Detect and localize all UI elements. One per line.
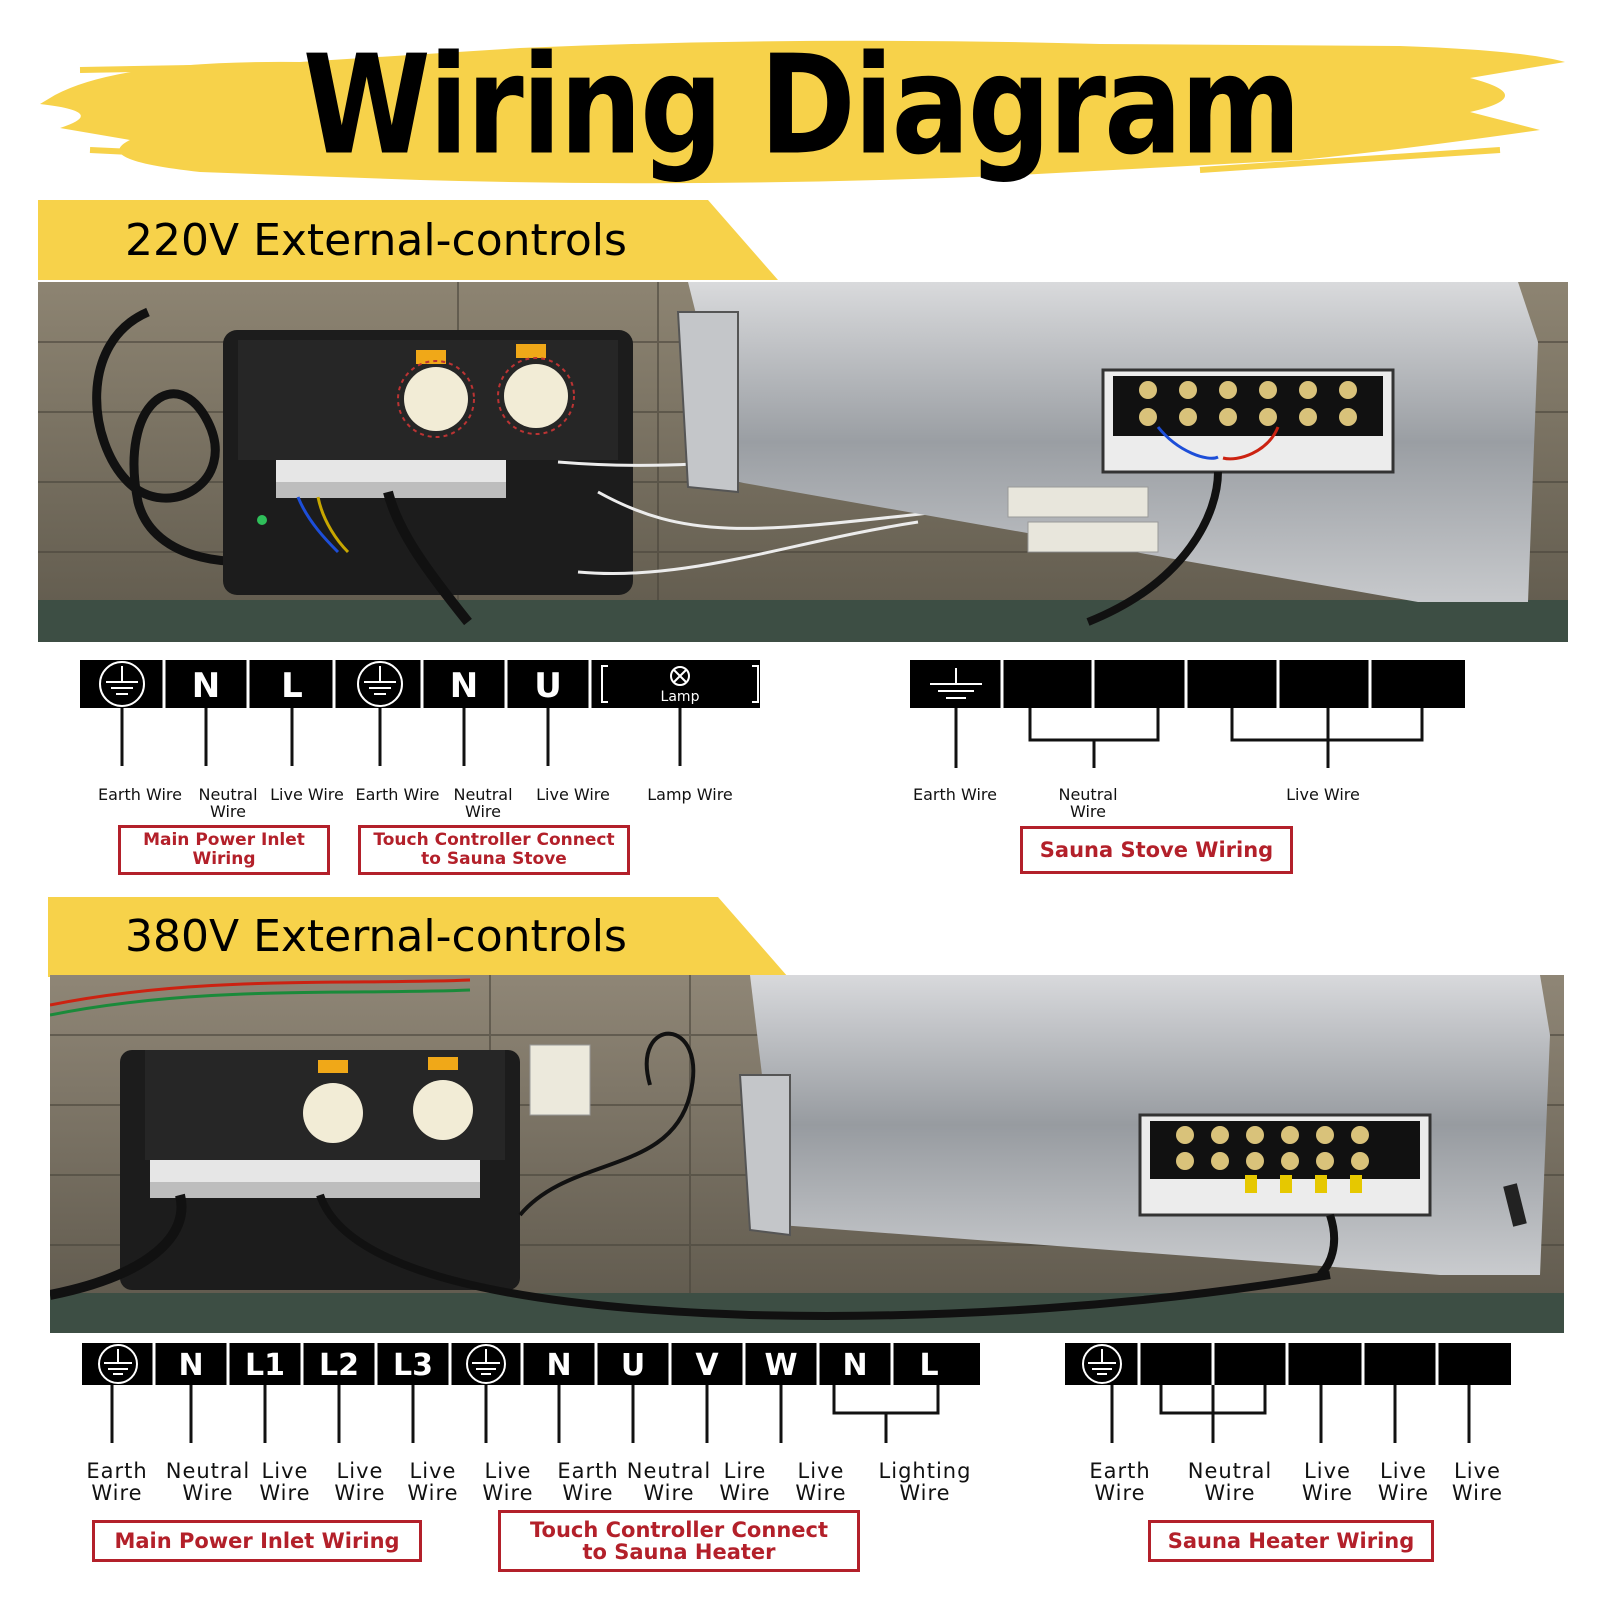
label-earth-wire: Earth Wire xyxy=(1089,1459,1151,1506)
photo-380v-controller-and-heater xyxy=(50,975,1564,1333)
svg-text:N: N xyxy=(842,1348,867,1383)
svg-text:L2: L2 xyxy=(319,1348,359,1383)
label-live-wire: Live Wire xyxy=(270,785,344,804)
svg-text:N: N xyxy=(178,1348,203,1383)
terminal-N-2: N xyxy=(450,666,478,706)
label-earth-wire: Earth Wire xyxy=(86,1459,148,1506)
label-live-wire: Live Wire xyxy=(334,1459,386,1506)
terminal-strip-220-symbols: N L N U Lamp xyxy=(99,660,759,708)
section-heading-380: 380V External-controls xyxy=(125,911,627,962)
box-touch-controller-stove: Touch Controller Connect to Sauna Stove xyxy=(358,825,630,875)
label-live-wire: Live Wire xyxy=(1301,1459,1354,1506)
svg-text:V: V xyxy=(695,1348,719,1383)
box-touch-controller-heater: Touch Controller Connect to Sauna Heater xyxy=(498,1510,860,1572)
section-tab-380 xyxy=(48,897,788,977)
label-neutral-wire: Neutral Wire xyxy=(198,785,258,821)
page-title: Wiring Diagram xyxy=(302,26,1301,186)
box-main-power-inlet: Main Power Inlet Wiring xyxy=(118,825,330,875)
label-live-wire: Live Wire xyxy=(482,1459,534,1506)
label-live-wire: Live Wire xyxy=(536,785,610,804)
svg-text:U: U xyxy=(621,1348,645,1383)
title-brush-band xyxy=(40,40,1565,184)
label-earth-wire: Earth Wire xyxy=(355,785,440,804)
label-neutral-wire: Neutral Wire xyxy=(1187,1459,1273,1506)
svg-text:W: W xyxy=(764,1348,797,1383)
label-lighting-wire: Lighting Wire xyxy=(878,1459,972,1506)
box-sauna-heater-wiring: Sauna Heater Wiring xyxy=(1148,1520,1434,1562)
label-live-wire: Live Wire xyxy=(795,1459,847,1506)
label-lamp-wire: Lamp Wire xyxy=(647,785,733,804)
svg-text:L3: L3 xyxy=(393,1348,433,1383)
terminal-strip-220-stove xyxy=(910,660,1465,768)
terminal-lamp: Lamp xyxy=(661,689,700,705)
terminal-strip-380-heater xyxy=(1065,1343,1511,1443)
terminal-U: U xyxy=(534,666,562,706)
label-neutral-wire: Neutral Wire xyxy=(165,1459,251,1506)
terminal-strip-220-controller xyxy=(80,660,760,708)
label-live-wire: Live Wire xyxy=(407,1459,459,1506)
terminal-N-1: N xyxy=(192,666,220,706)
label-live-wire: Live Wire xyxy=(259,1459,311,1506)
label-live-wire: Live Wire xyxy=(1286,785,1360,804)
svg-text:L: L xyxy=(919,1348,938,1383)
section-heading-220: 220V External-controls xyxy=(125,215,627,266)
label-neutral-wire: Neutral Wire xyxy=(626,1459,712,1506)
photo-220v-controller-and-stove xyxy=(38,282,1568,642)
label-earth-wire: Earth Wire xyxy=(557,1459,619,1506)
terminal-leads-220-left xyxy=(120,708,682,766)
box-main-power-inlet: Main Power Inlet Wiring xyxy=(92,1520,422,1562)
label-neutral-wire: Neutral Wire xyxy=(453,785,513,821)
terminal-strip-380-controller: N L1 L2 L3 N U V W N L xyxy=(82,1343,980,1443)
terminal-L: L xyxy=(281,666,303,706)
box-sauna-stove-wiring: Sauna Stove Wiring xyxy=(1020,826,1293,874)
svg-text:N: N xyxy=(546,1348,571,1383)
section-tab-220 xyxy=(38,200,778,280)
label-live-wire: Live Wire xyxy=(1451,1459,1504,1506)
label-lire-wire: Lire Wire xyxy=(719,1459,771,1506)
label-neutral-wire: Neutral Wire xyxy=(1058,785,1118,821)
label-live-wire: Live Wire xyxy=(1377,1459,1430,1506)
label-earth-wire: Earth Wire xyxy=(913,785,997,804)
svg-text:L1: L1 xyxy=(245,1348,285,1383)
label-earth-wire: Earth Wire xyxy=(98,785,182,804)
